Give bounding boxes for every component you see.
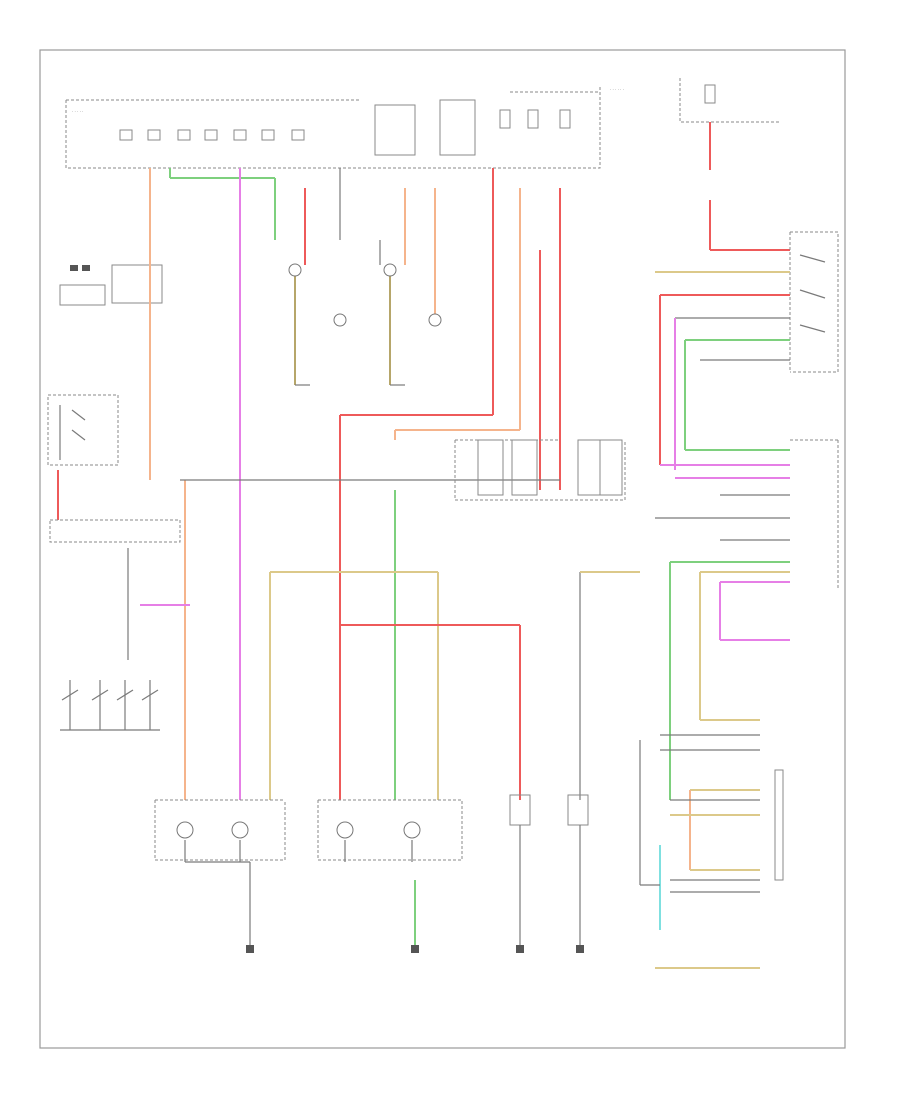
marker-lamps xyxy=(288,263,442,386)
right-harness xyxy=(639,271,839,969)
lighting-switch xyxy=(49,519,190,731)
hot-fuse-box xyxy=(679,78,790,251)
diagram-frame xyxy=(39,49,846,1049)
headlamp-switch xyxy=(789,231,839,373)
center-modules xyxy=(454,439,626,501)
left-module xyxy=(47,264,163,466)
license-lamps xyxy=(509,794,589,953)
svg-text:. . . . .: . . . . . xyxy=(72,108,83,113)
fuse-relay-box: . . . . . . . . . . . xyxy=(65,85,624,169)
distribution-wires xyxy=(57,168,640,800)
left-tail-lamp xyxy=(317,799,463,953)
svg-text:. . . . . .: . . . . . . xyxy=(610,86,624,91)
right-tail-lamp xyxy=(154,799,286,953)
relay-1 xyxy=(374,104,416,156)
relay-2 xyxy=(439,99,476,156)
